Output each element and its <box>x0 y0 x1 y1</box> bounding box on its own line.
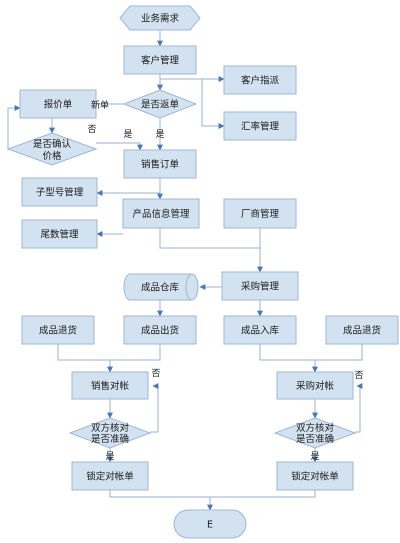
node-tail-mgmt-label: 尾数管理 <box>40 229 79 241</box>
edge-return-left-merge <box>57 344 161 361</box>
node-sub-model-mgmt: 子型号管理 <box>21 177 98 207</box>
node-warehouse: 成品仓库 <box>123 273 199 301</box>
edges <box>7 30 363 511</box>
node-sales-order-label: 销售订单 <box>141 159 180 171</box>
node-end: E <box>173 509 247 539</box>
node-verify-left-label-1: 双方核对 <box>91 422 130 434</box>
edge-exchange <box>201 79 225 129</box>
node-business-need-label: 业务需求 <box>141 13 180 25</box>
node-is-return-label: 是否返单 <box>141 99 180 111</box>
node-vendor-mgmt-label: 厂商管理 <box>241 208 280 220</box>
node-lock-left: 锁定对帐单 <box>71 461 149 491</box>
node-sales-recon-label: 销售对帐 <box>91 380 130 392</box>
node-customer-mgmt: 客户管理 <box>123 45 197 75</box>
node-customer-assign-label: 客户指派 <box>241 75 280 87</box>
node-product-info-mgmt: 产品信息管理 <box>122 198 200 229</box>
nodes: 业务需求 客户管理 客户指派 是否返单 报价单 是否确认 价格 汇率管理 <box>6 5 399 539</box>
edge-label-new: 新单 <box>91 99 109 111</box>
edge-product-purchase <box>159 228 263 273</box>
node-quote: 报价单 <box>19 89 97 119</box>
node-return-right-label: 成品退货 <box>343 325 381 337</box>
node-exchange-mgmt-label: 汇率管理 <box>241 121 280 133</box>
edge-lock-right-end <box>210 490 316 498</box>
node-confirm-price-label-1: 是否确认 <box>33 138 72 150</box>
edge-confirm-no-loop <box>7 105 21 149</box>
edge-lock-left-end <box>109 490 210 498</box>
edge-label-yes-left: 是 <box>105 451 114 462</box>
node-sales-order: 销售订单 <box>123 149 197 179</box>
node-verify-right-label-1: 双方核对 <box>296 422 335 434</box>
node-business-need: 业务需求 <box>119 5 201 31</box>
node-tail-mgmt: 尾数管理 <box>21 219 98 249</box>
node-lock-left-label: 锁定对帐单 <box>86 471 134 483</box>
node-quote-label: 报价单 <box>44 99 73 111</box>
edge-label-no-confirm: 否 <box>87 124 96 135</box>
node-product-info-mgmt-label: 产品信息管理 <box>132 208 190 220</box>
node-end-label: E <box>207 520 213 531</box>
node-verify-right: 双方核对 是否准确 <box>273 417 357 449</box>
node-vendor-mgmt: 厂商管理 <box>223 198 297 229</box>
node-purchase-mgmt-label: 采购管理 <box>241 281 280 293</box>
node-return-left-label: 成品退货 <box>39 325 77 337</box>
node-exchange-mgmt: 汇率管理 <box>223 111 297 141</box>
node-customer-mgmt-label: 客户管理 <box>141 55 180 67</box>
node-confirm-price: 是否确认 价格 <box>6 132 98 166</box>
node-lock-right-label: 锁定对帐单 <box>291 471 339 483</box>
edge-confirm-yes <box>96 142 143 151</box>
edge-label-no-left: 否 <box>151 368 160 379</box>
node-return-left: 成品退货 <box>21 315 95 345</box>
edge-label-yes-right: 是 <box>310 451 319 462</box>
node-is-return: 是否返单 <box>122 89 198 119</box>
node-lock-right: 锁定对帐单 <box>276 461 354 491</box>
node-verify-left: 双方核对 是否准确 <box>68 417 152 449</box>
edge-label-no-right: 否 <box>354 370 363 381</box>
node-purchase-recon: 采购对帐 <box>276 371 354 400</box>
node-purchase-mgmt: 采购管理 <box>221 271 299 301</box>
node-customer-assign: 客户指派 <box>223 65 297 95</box>
node-return-right: 成品退货 <box>325 315 399 345</box>
node-verify-left-label-2: 是否准确 <box>91 433 129 445</box>
edge-verify-left-no <box>150 383 159 433</box>
node-inbound-label: 成品入库 <box>241 325 280 337</box>
node-inbound: 成品入库 <box>223 315 297 345</box>
node-confirm-price-label-2: 价格 <box>42 150 62 162</box>
node-outbound-label: 成品出货 <box>141 325 179 337</box>
node-sales-recon: 销售对帐 <box>71 371 149 400</box>
node-verify-right-label-2: 是否准确 <box>296 433 334 445</box>
edge-return-right-merge <box>259 344 363 361</box>
edge-label-yes-confirm: 是 <box>123 129 132 140</box>
edge-labels: 新单 否 是 是 否 否 是 是 <box>87 99 363 462</box>
node-warehouse-label: 成品仓库 <box>141 282 180 294</box>
node-purchase-recon-label: 采购对帐 <box>296 380 335 392</box>
node-sub-model-mgmt-label: 子型号管理 <box>36 187 84 199</box>
edge-verify-right-no <box>355 383 363 433</box>
node-outbound: 成品出货 <box>123 315 197 345</box>
edge-label-yes-return: 是 <box>155 129 164 140</box>
